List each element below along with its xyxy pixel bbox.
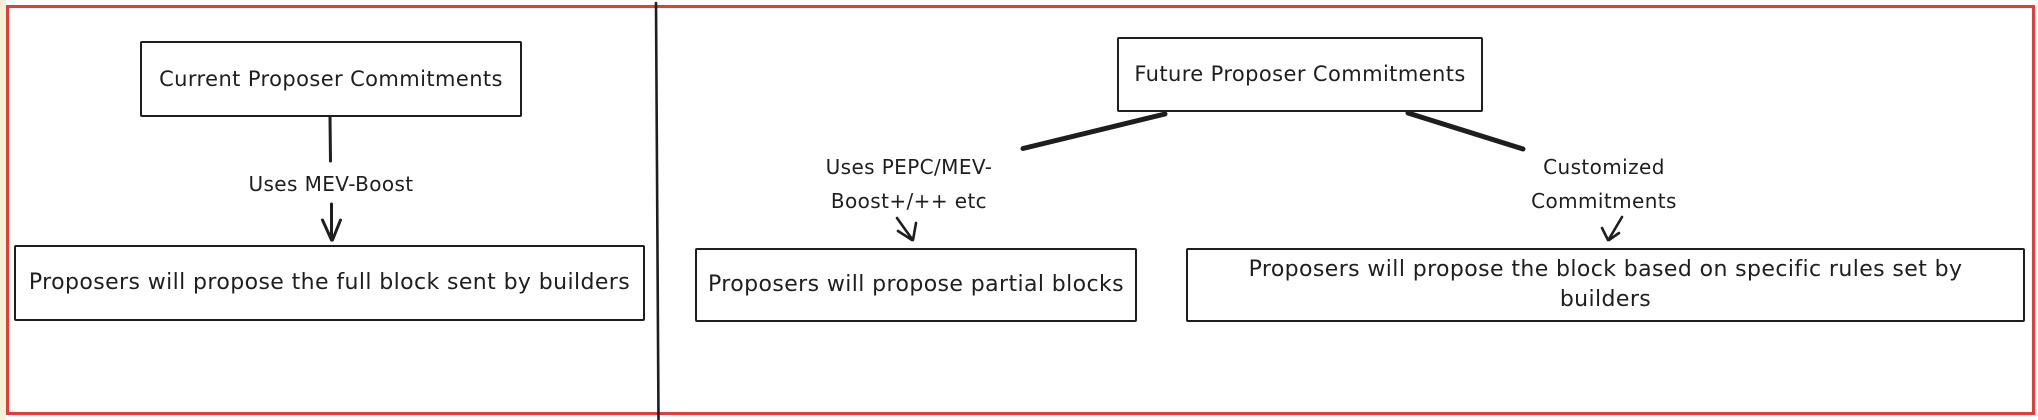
left-margin-strip — [0, 0, 6, 420]
future-proposer-commitments-node: Future Proposer Commitments — [1117, 37, 1483, 112]
full-block-result-node: Proposers will propose the full block se… — [14, 245, 645, 321]
current-proposer-commitments-label: Current Proposer Commitments — [159, 66, 503, 91]
current-proposer-commitments-node: Current Proposer Commitments — [140, 41, 522, 117]
future-proposer-commitments-label: Future Proposer Commitments — [1134, 62, 1466, 87]
partial-blocks-result-node: Proposers will propose partial blocks — [695, 248, 1137, 322]
uses-pepc-edge-label: Uses PEPC/MEV- Boost+/++ etc — [825, 155, 993, 213]
uses-mev-boost-edge-label: Uses MEV-Boost — [248, 172, 414, 196]
specific-rules-result-label: Proposers will propose the block based o… — [1248, 257, 1963, 312]
red-border-frame — [6, 5, 2035, 415]
partial-blocks-result-label: Proposers will propose partial blocks — [708, 272, 1124, 298]
customized-commitments-edge-label: Customized Commitments — [1531, 155, 1677, 213]
full-block-result-label: Proposers will propose the full block se… — [28, 270, 631, 296]
specific-rules-result-node: Proposers will propose the block based o… — [1186, 248, 2025, 322]
